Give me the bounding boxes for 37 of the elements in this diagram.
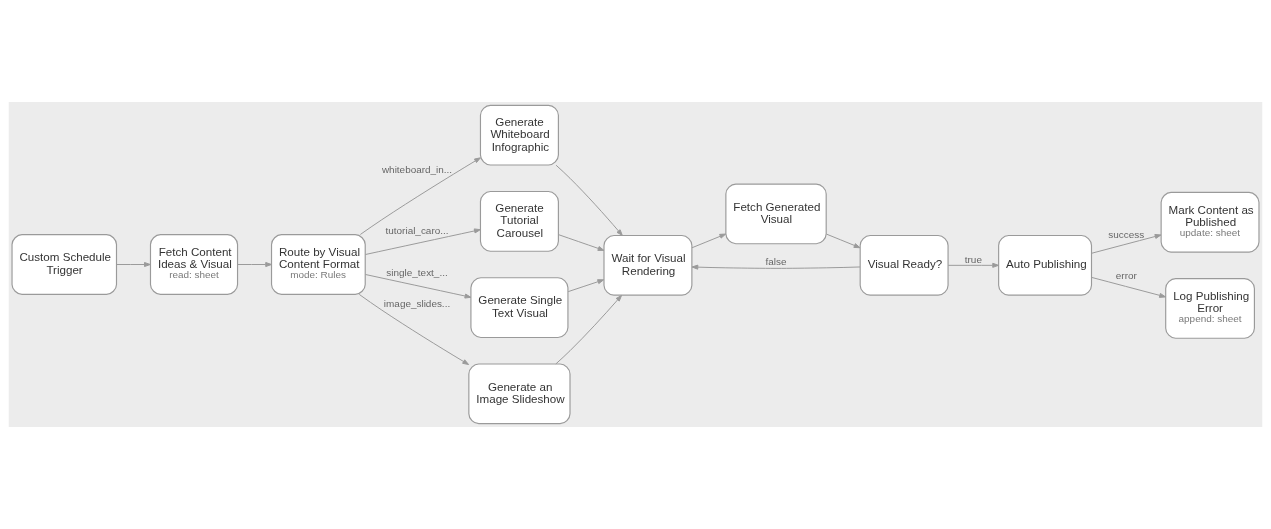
edge-label: single_text_... xyxy=(386,266,448,278)
node-box: Route by Visual Content Format mode: Rules xyxy=(270,234,366,295)
arrow xyxy=(116,261,151,268)
edge-label: success xyxy=(1108,228,1145,240)
arrow xyxy=(558,234,605,251)
node-box: Generate an Image Slideshow xyxy=(468,363,571,425)
arrow xyxy=(358,293,470,366)
arrow xyxy=(1091,234,1162,254)
edge-label: image_slides... xyxy=(383,298,451,310)
arrow xyxy=(567,279,605,293)
arrow xyxy=(825,233,861,249)
arrow xyxy=(1091,276,1166,298)
node-box: Generate Single Text Visual xyxy=(470,277,569,339)
arrow xyxy=(691,233,727,249)
node-box: Custom Schedule Trigger xyxy=(11,234,118,295)
node-box: Fetch Generated Visual xyxy=(725,183,827,245)
node-box: Wait for Visual Rendering xyxy=(603,234,693,296)
node-box: Visual Ready? xyxy=(859,234,949,296)
arrow xyxy=(359,157,481,235)
arrow xyxy=(364,228,481,255)
edge-label: true xyxy=(964,253,982,265)
arrow xyxy=(691,264,861,270)
node-box: Log Publishing Error append: sheet xyxy=(1165,278,1255,339)
edge-label: false xyxy=(765,256,787,267)
node-box: Generate Tutorial Carousel xyxy=(479,190,559,252)
arrow xyxy=(364,274,472,299)
node-box: Mark Content as Published update: sheet xyxy=(1160,191,1260,253)
arrow xyxy=(555,294,623,365)
node-box: Generate Whiteboard Infographic xyxy=(479,104,559,166)
edge-label: tutorial_caro... xyxy=(385,225,449,237)
node-box: Fetch Content Ideas & Visual read: sheet xyxy=(149,234,239,295)
node-box: Auto Publishing xyxy=(998,234,1093,296)
edge-label: error xyxy=(1115,270,1137,282)
edge-label: whiteboard_in... xyxy=(381,163,453,175)
arrow xyxy=(947,262,1000,268)
arrow xyxy=(237,261,272,268)
arrow xyxy=(555,164,623,236)
